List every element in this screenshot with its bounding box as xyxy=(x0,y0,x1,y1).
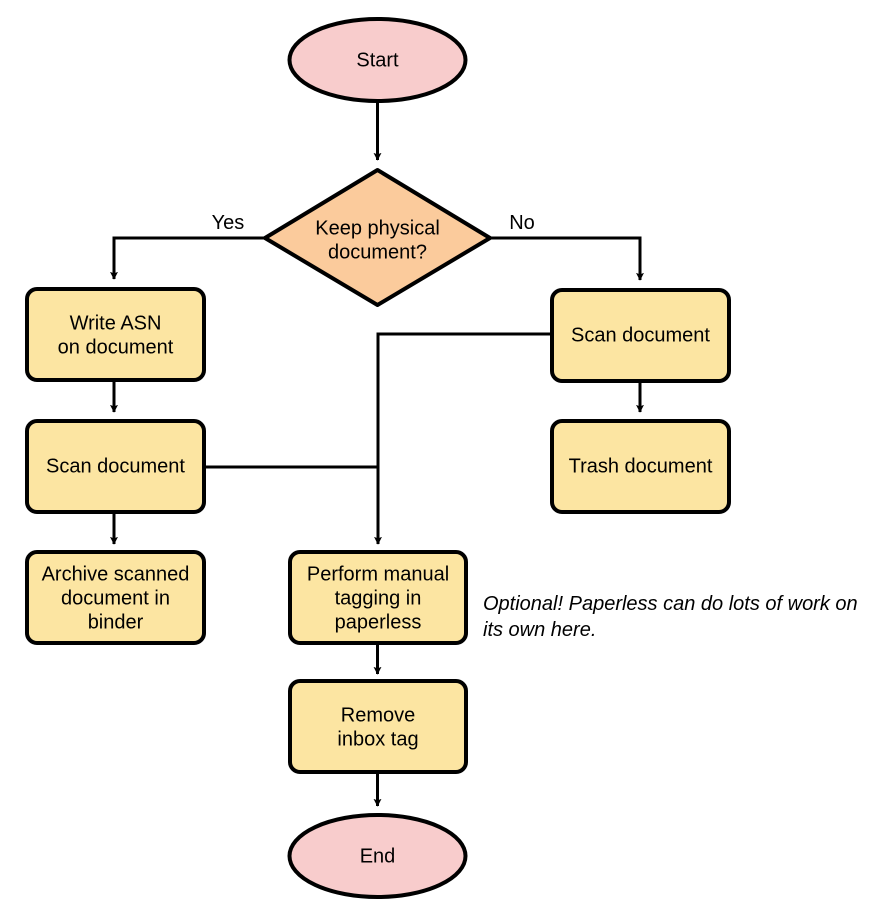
node-archive-scanned-document[interactable]: Archive scanned document in binder xyxy=(25,550,206,645)
node-archive-label-line1: Archive scanned xyxy=(42,563,190,585)
node-archive-label-line3: binder xyxy=(88,611,144,633)
node-manual-tagging-label-line3: paperless xyxy=(335,611,422,633)
edge-label-no: No xyxy=(509,212,535,234)
node-end-label: End xyxy=(360,845,396,867)
node-trash-document-label: Trash document xyxy=(569,455,713,477)
edge-decision-no-to-scan-right xyxy=(490,236,644,281)
node-decision-label-line2: document? xyxy=(328,241,427,263)
node-write-asn-label-line1: Write ASN xyxy=(70,312,162,334)
edge-decision-yes-to-write-asn xyxy=(110,236,265,280)
node-scan-document-left[interactable]: Scan document xyxy=(25,419,206,514)
node-end[interactable]: End xyxy=(287,813,468,899)
node-archive-label-line2: document in xyxy=(61,587,170,609)
node-start[interactable]: Start xyxy=(287,17,468,103)
node-start-label: Start xyxy=(356,49,399,71)
node-manual-tagging-label-line1: Perform manual xyxy=(307,563,449,585)
node-decision-label-line1: Keep physical xyxy=(315,217,440,239)
node-trash-document[interactable]: Trash document xyxy=(550,419,731,514)
node-write-asn-label-line2: on document xyxy=(58,336,174,358)
node-scan-document-right-label: Scan document xyxy=(571,324,710,346)
node-remove-inbox-label-line2: inbox tag xyxy=(337,728,418,750)
edge-label-yes: Yes xyxy=(212,212,245,234)
node-scan-document-right[interactable]: Scan document xyxy=(550,288,731,383)
node-remove-inbox-label-line1: Remove xyxy=(341,704,415,726)
node-scan-document-left-label: Scan document xyxy=(46,455,185,477)
annotation-note-line2: its own here. xyxy=(483,619,596,641)
node-manual-tagging-label-line2: tagging in xyxy=(335,587,422,609)
node-perform-manual-tagging[interactable]: Perform manual tagging in paperless xyxy=(288,550,468,645)
node-write-asn[interactable]: Write ASN on document xyxy=(25,287,206,382)
node-decision-keep-physical-document[interactable]: Keep physical document? xyxy=(263,168,492,307)
node-remove-inbox-tag[interactable]: Remove inbox tag xyxy=(288,679,468,774)
edge-scan-right-to-manual-tagging xyxy=(374,332,552,545)
annotation-note-line1: Optional! Paperless can do lots of work … xyxy=(483,593,858,615)
